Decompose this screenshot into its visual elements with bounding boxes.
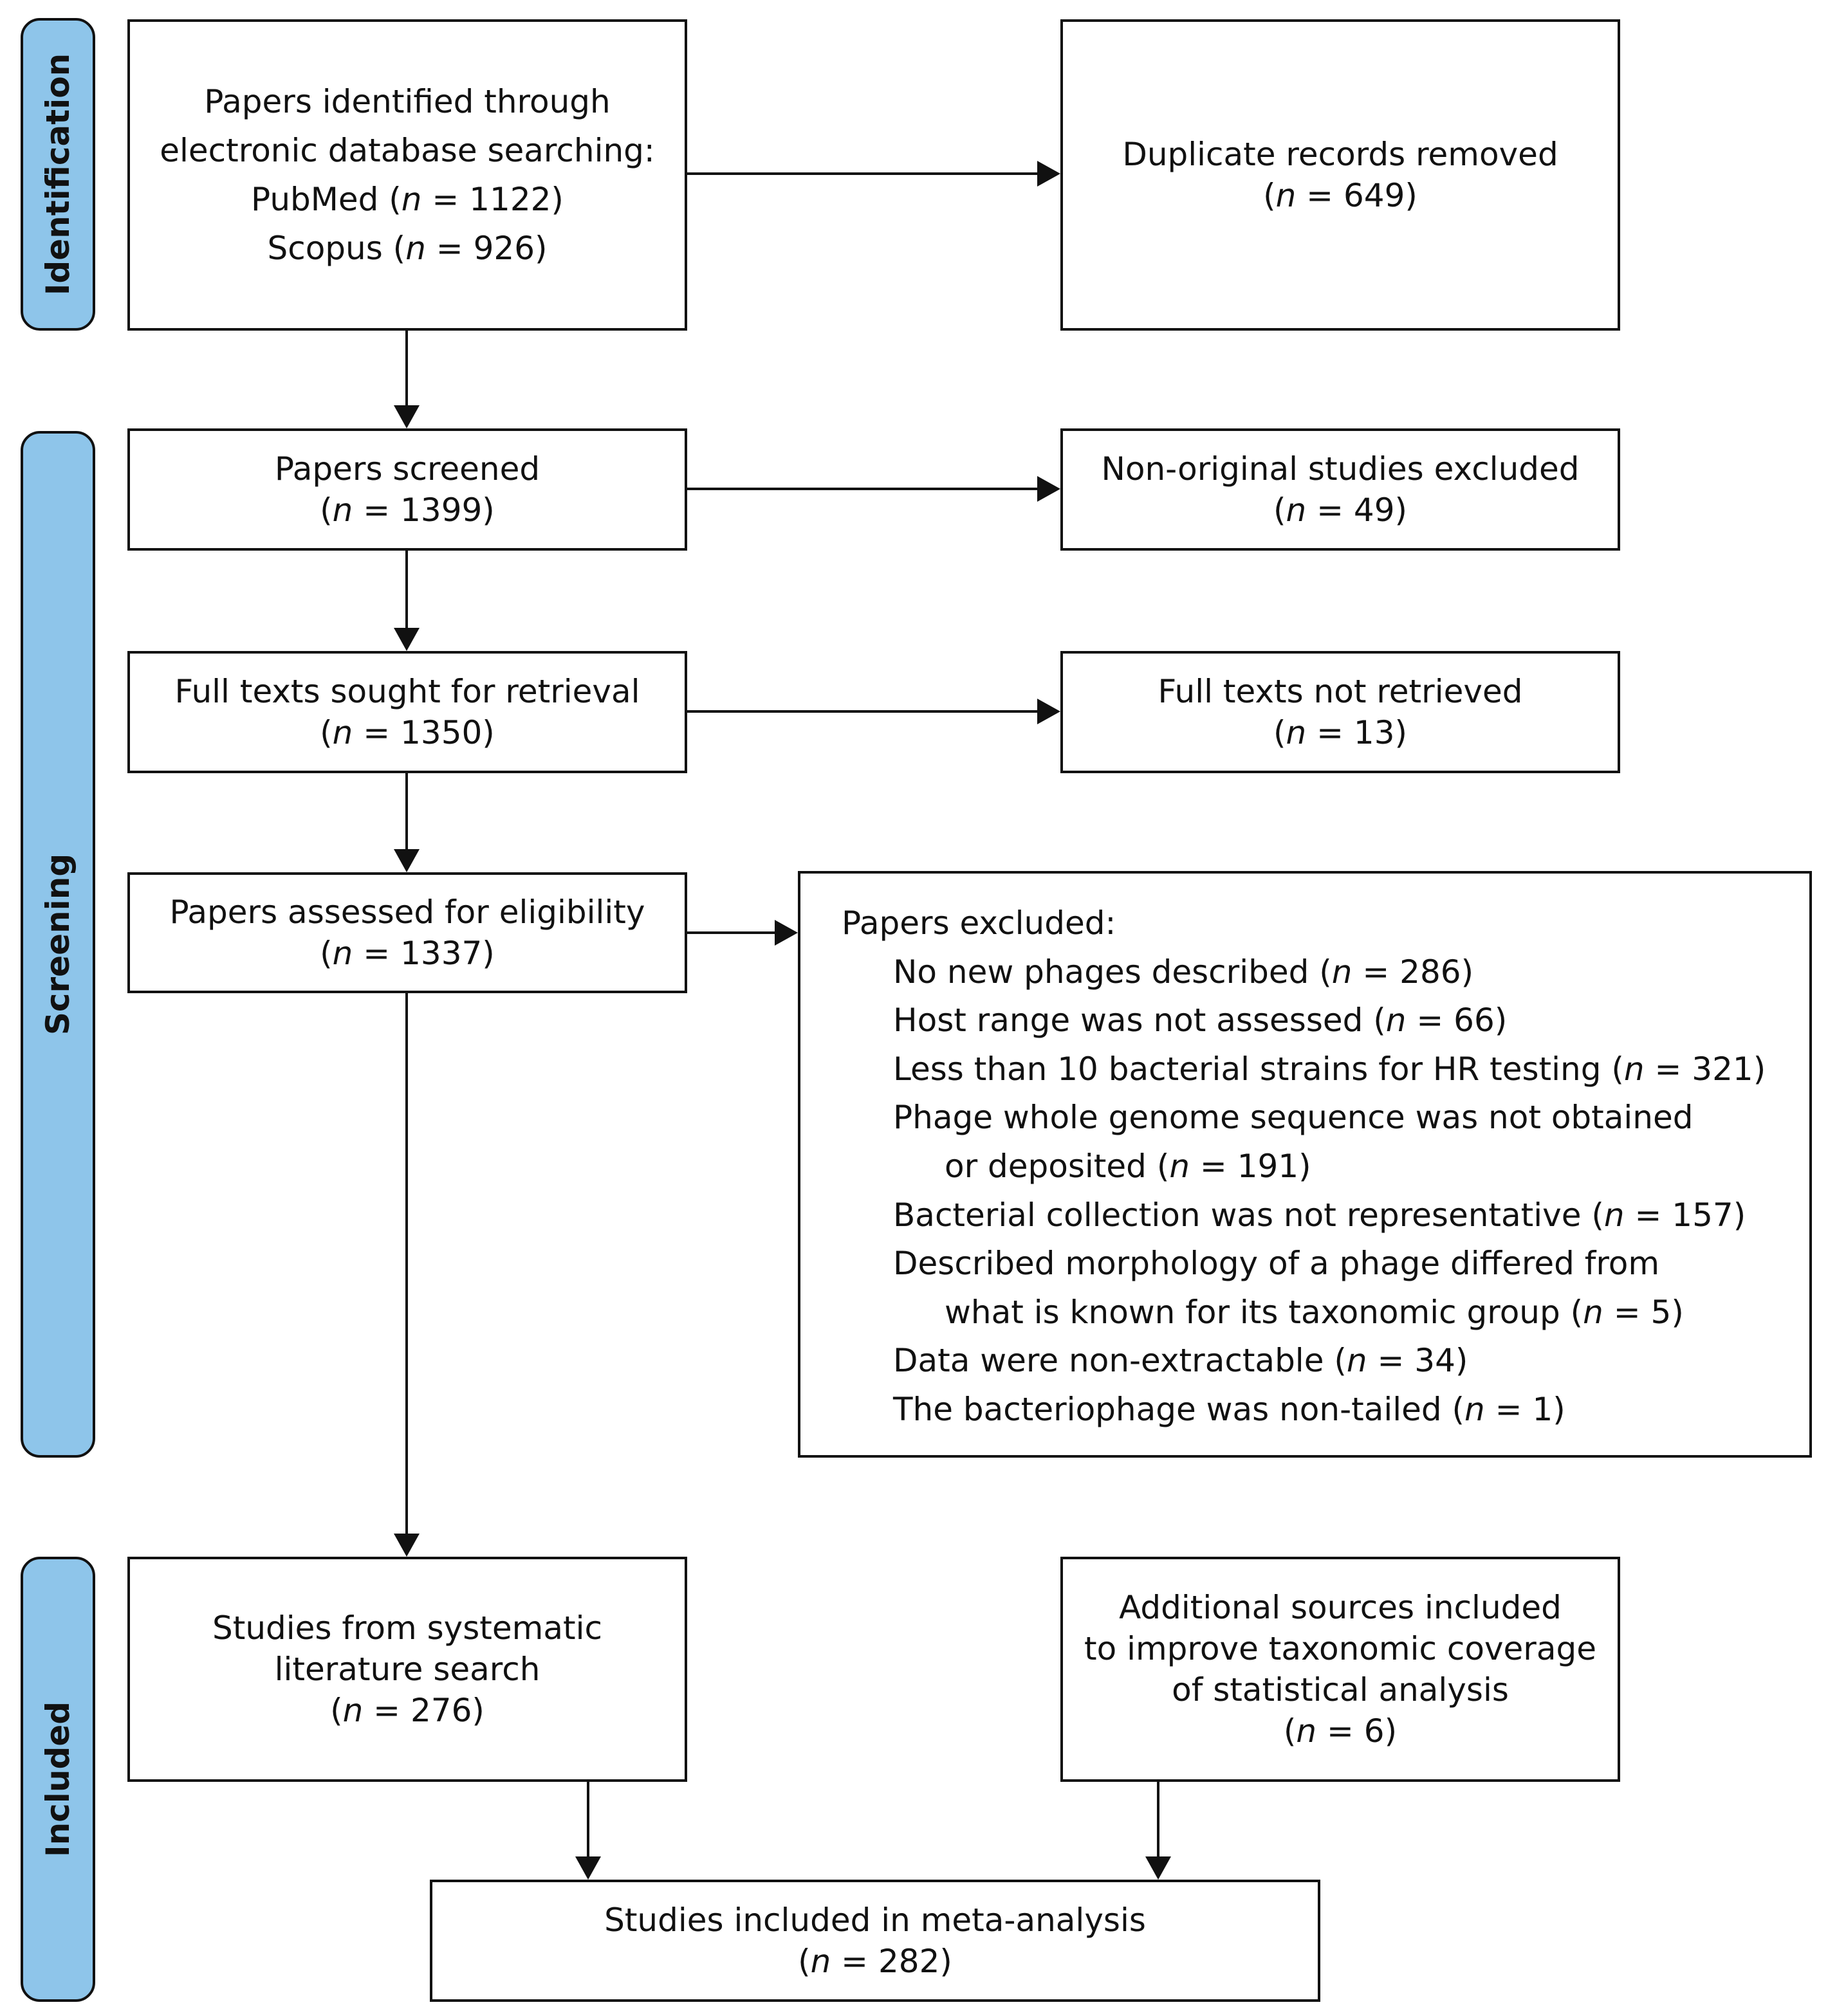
box-duplicates-line: (n = 649): [1263, 177, 1417, 214]
box-assessed: Papers assessed for eligibility (n = 133…: [127, 872, 687, 993]
box-additional-line: (n = 6): [1283, 1712, 1398, 1750]
excluded-reason: Data were non-extractable (n = 34): [893, 1342, 1468, 1380]
box-not-retrieved-line: Full texts not retrieved: [1158, 673, 1523, 710]
box-identified-line: Scopus (n = 926): [267, 230, 548, 267]
box-assessed-line: (n = 1337): [320, 935, 495, 972]
arrowhead: [1037, 476, 1060, 502]
box-identified: Papers identified through electronic dat…: [127, 19, 687, 331]
box-identified-line: electronic database searching:: [160, 132, 655, 169]
box-screened-line: (n = 1399): [320, 491, 495, 529]
box-additional-line: of statistical analysis: [1172, 1671, 1509, 1709]
arrowhead: [1037, 161, 1060, 187]
box-sought: Full texts sought for retrieval (n = 135…: [127, 651, 687, 773]
box-duplicates: Duplicate records removed (n = 649): [1060, 19, 1620, 331]
arrowhead: [394, 1534, 420, 1557]
excluded-reason-continued: what is known for its taxonomic group (n…: [945, 1293, 1684, 1331]
box-systematic-line: Studies from systematic: [212, 1609, 602, 1647]
box-non-original-line: Non-original studies excluded: [1101, 450, 1580, 488]
box-non-original: Non-original studies excluded (n = 49): [1060, 428, 1620, 551]
box-excluded-heading: Papers excluded:: [842, 904, 1116, 942]
excluded-reason: Phage whole genome sequence was not obta…: [893, 1099, 1694, 1137]
box-screened-line: Papers screened: [274, 450, 540, 488]
box-not-retrieved: Full texts not retrieved (n = 13): [1060, 651, 1620, 773]
box-screened: Papers screened (n = 1399): [127, 428, 687, 551]
phase-included: Included: [21, 1557, 95, 2002]
phase-identification-label: Identification: [39, 53, 77, 296]
phase-screening-label: Screening: [39, 853, 77, 1036]
excluded-reason: Described morphology of a phage differed…: [893, 1245, 1660, 1283]
box-sought-line: (n = 1350): [320, 714, 495, 751]
phase-screening: Screening: [21, 431, 95, 1458]
box-systematic-line: (n = 276): [330, 1692, 485, 1729]
box-systematic: Studies from systematic literature searc…: [127, 1557, 687, 1782]
box-identified-line: Papers identified through: [204, 83, 611, 120]
box-not-retrieved-line: (n = 13): [1273, 714, 1408, 751]
arrowhead: [775, 920, 798, 946]
excluded-reason: Bacterial collection was not representat…: [893, 1196, 1746, 1234]
box-sought-line: Full texts sought for retrieval: [174, 673, 640, 710]
arrowhead: [1037, 699, 1060, 724]
box-additional-line: Additional sources included: [1119, 1589, 1562, 1626]
box-meta-analysis: Studies included in meta-analysis (n = 2…: [430, 1880, 1320, 2002]
arrowhead: [394, 628, 420, 651]
arrowhead: [394, 405, 420, 428]
phase-included-label: Included: [39, 1701, 77, 1858]
box-additional-line: to improve taxonomic coverage: [1084, 1630, 1596, 1667]
excluded-reason: No new phages described (n = 286): [893, 953, 1474, 991]
box-meta-analysis-line: Studies included in meta-analysis: [604, 1901, 1146, 1939]
box-identified-line: PubMed (n = 1122): [251, 181, 564, 218]
box-systematic-line: literature search: [274, 1651, 540, 1688]
box-meta-analysis-line: (n = 282): [798, 1943, 952, 1980]
excluded-reason: Host range was not assessed (n = 66): [893, 1002, 1508, 1040]
excluded-reason: The bacteriophage was non-tailed (n = 1): [893, 1390, 1565, 1428]
excluded-reason-continued: or deposited (n = 191): [945, 1147, 1311, 1185]
box-non-original-line: (n = 49): [1273, 491, 1408, 529]
box-duplicates-line: Duplicate records removed: [1122, 136, 1558, 173]
arrowhead: [1145, 1856, 1171, 1880]
arrowhead: [575, 1856, 601, 1880]
excluded-reason: Less than 10 bacterial strains for HR te…: [893, 1050, 1766, 1088]
arrowhead: [394, 849, 420, 872]
box-excluded: Papers excluded: No new phages described…: [798, 871, 1812, 1458]
phase-identification: Identification: [21, 18, 95, 331]
box-additional: Additional sources included to improve t…: [1060, 1557, 1620, 1782]
box-assessed-line: Papers assessed for eligibility: [169, 893, 645, 931]
